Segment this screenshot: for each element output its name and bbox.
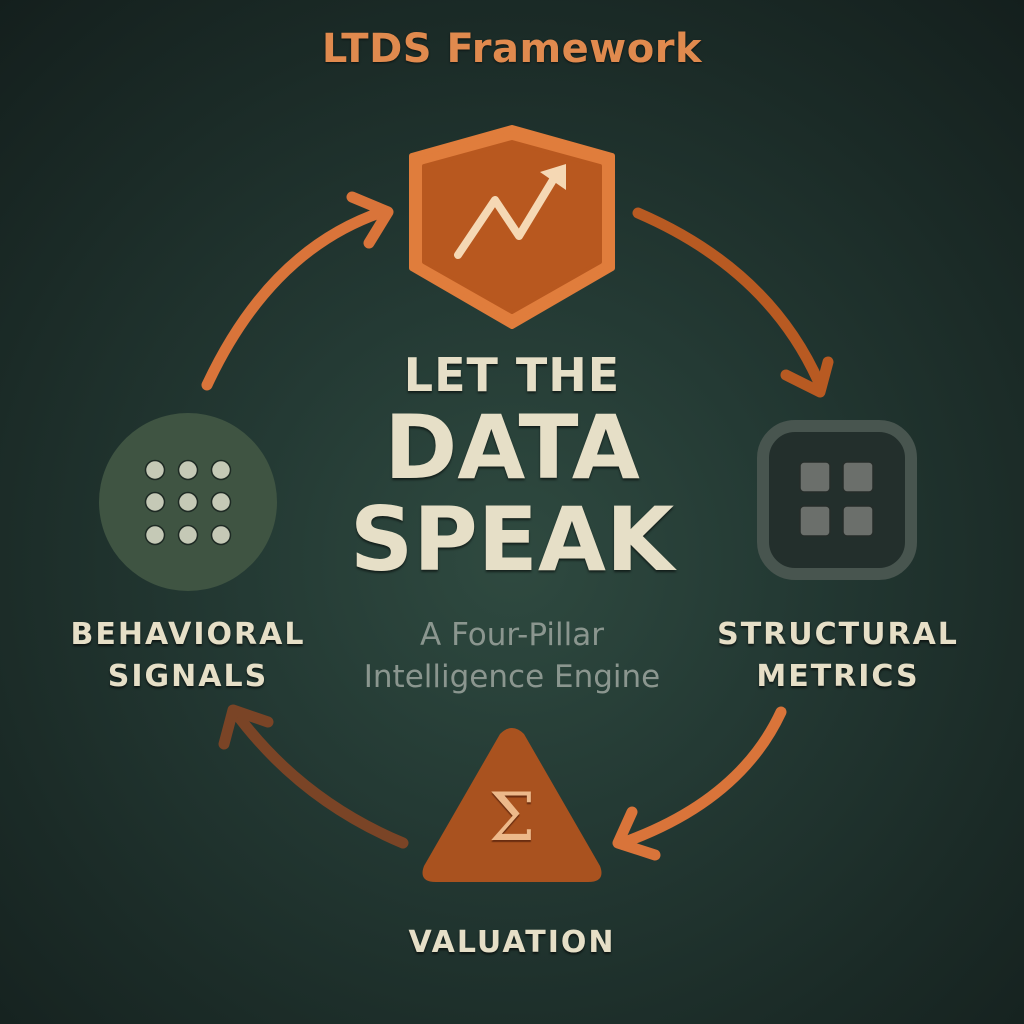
valuation-pillar-triangle [422,728,602,882]
sigma-icon: Σ [488,779,536,856]
arrow-valuation-to-behavioral [218,704,409,849]
subtitle-line1: A Four-Pillar [420,617,604,653]
structural-label: STRUCTURAL METRICS [698,614,978,698]
headline-line2: DATA [384,396,640,499]
valuation-label: VALUATION [362,922,662,964]
subtitle: A Four-Pillar Intelligence Engine [312,614,712,698]
behavioral-pillar-circle [99,413,277,591]
behavioral-label-line1: BEHAVIORAL [70,617,306,652]
dot-grid-nine-icon [144,459,232,546]
arrow-behavioral-to-trend [201,191,394,391]
framework-title: LTDS Framework [321,26,703,72]
structural-pillar-square [757,420,917,580]
headline-line3: SPEAK [349,488,675,591]
behavioral-label: BEHAVIORAL SIGNALS [48,614,328,698]
headline-line1: LET THE [403,348,621,402]
arrow-structural-to-valuation [612,706,787,861]
trend-pillar-hexagon [409,125,615,329]
valuation-label-line1: VALUATION [408,925,616,960]
structural-label-line1: STRUCTURAL [717,617,959,652]
subtitle-line2: Intelligence Engine [363,659,661,695]
trend-up-arrow-icon [454,164,566,259]
behavioral-label-line2: SIGNALS [107,659,269,694]
arrow-trend-to-structural [632,207,834,398]
grid-four-squares-icon [799,461,874,537]
structural-label-line2: METRICS [756,659,920,694]
